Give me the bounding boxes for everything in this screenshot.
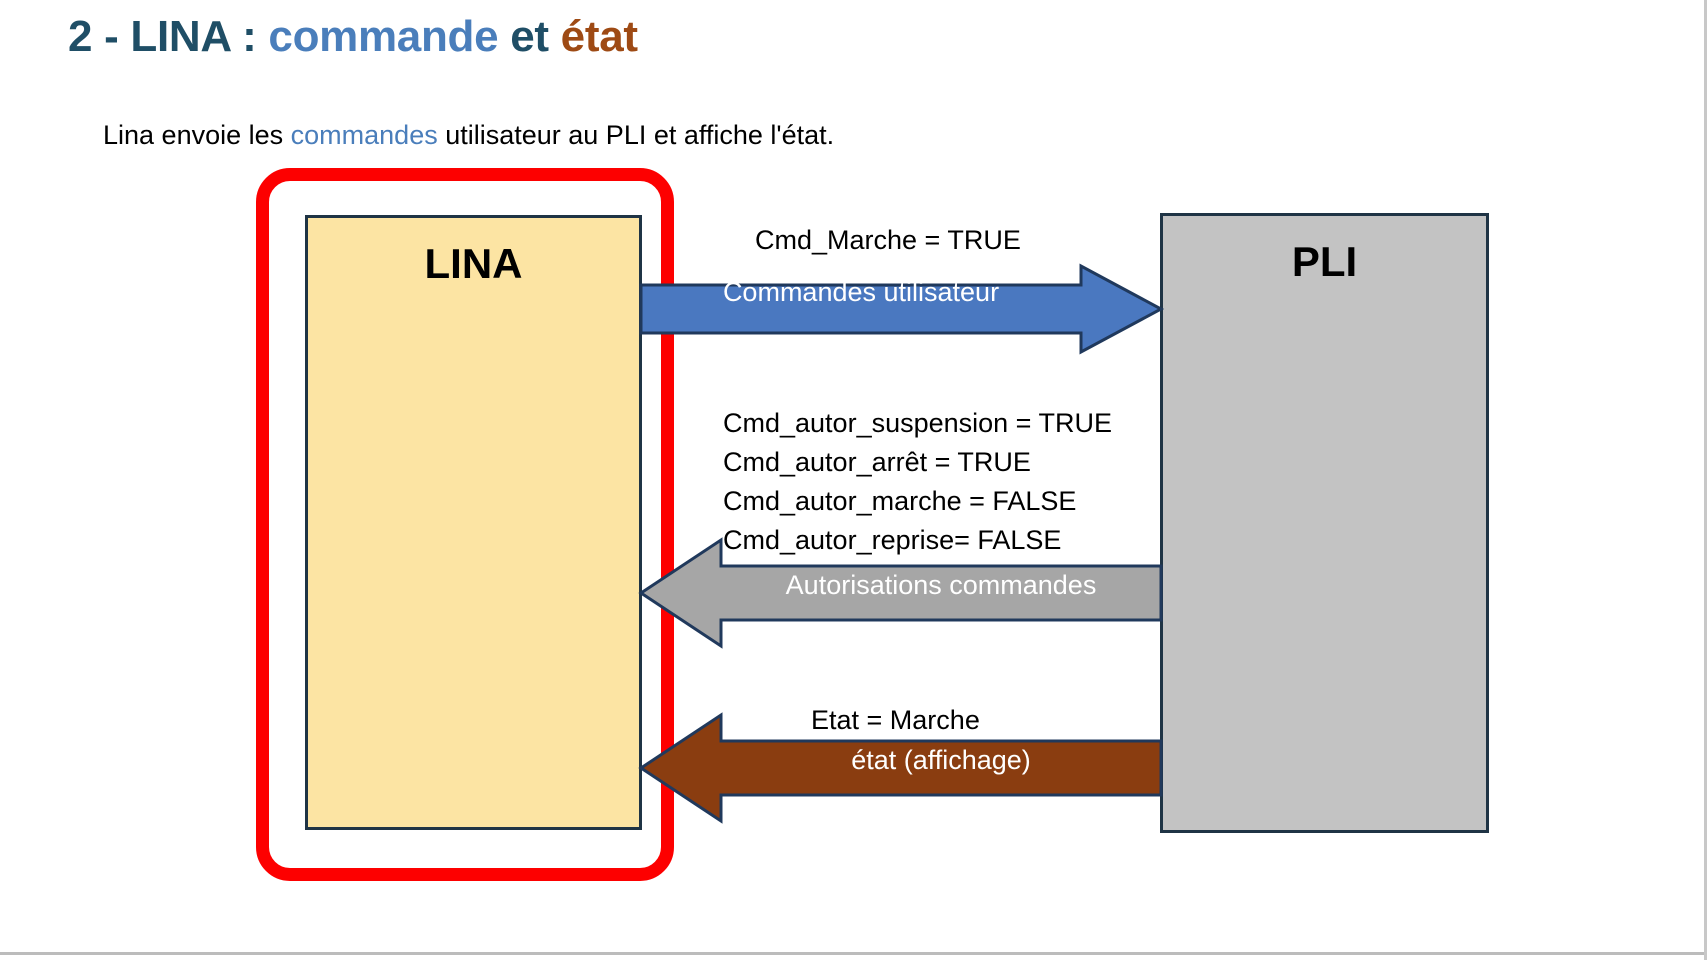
note-autor-marche: Cmd_autor_marche = FALSE	[723, 486, 1077, 516]
lina-block: LINA	[305, 215, 642, 830]
red-highlight-rectangle	[256, 168, 674, 881]
note-autor-reprise: Cmd_autor_reprise= FALSE	[723, 525, 1062, 555]
note-autor-suspension: Cmd_autor_suspension = TRUE	[723, 408, 1112, 438]
title-part-0: 2 - LINA :	[68, 12, 269, 61]
subtitle-text: Lina envoie les commandes utilisateur au…	[103, 120, 834, 151]
pli-block: PLI	[1160, 213, 1489, 833]
pli-block-label: PLI	[1291, 238, 1358, 285]
lina-block-label: LINA	[424, 240, 523, 287]
note-block-autorisations: Cmd_autor_suspension = TRUE Cmd_autor_ar…	[723, 404, 1112, 560]
subtitle-part-0: Lina envoie les	[103, 120, 291, 150]
subtitle-part-2: utilisateur au PLI et affiche l'état.	[437, 120, 835, 150]
arrow-commandes-utilisateur	[639, 263, 1165, 355]
subtitle-part-1: commandes	[290, 120, 438, 150]
title-part-2: et	[498, 12, 561, 61]
page-title: 2 - LINA : commande et état	[68, 12, 638, 62]
footer-divider	[0, 952, 1704, 955]
title-part-3: état	[560, 12, 638, 61]
note-autor-arret: Cmd_autor_arrêt = TRUE	[723, 447, 1031, 477]
arrow-autorisations-commandes	[638, 537, 1163, 649]
title-part-1: commande	[268, 12, 499, 61]
arrow-etat-affichage	[638, 712, 1163, 824]
note-etat-marche: Etat = Marche	[811, 705, 980, 735]
note-cmd-marche: Cmd_Marche = TRUE	[755, 225, 1021, 255]
